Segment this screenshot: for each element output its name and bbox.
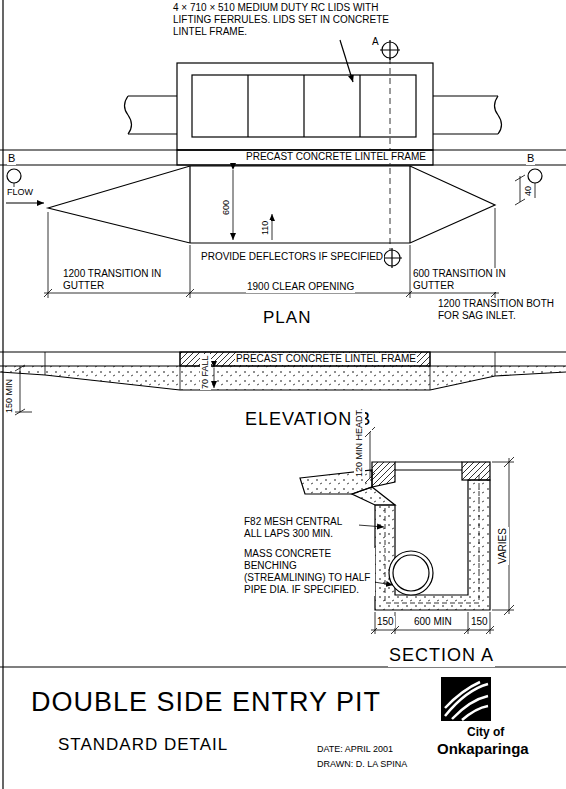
elevation-view — [45, 352, 495, 390]
dimension: 150 — [376, 616, 395, 628]
dimension: 70 FALL — [200, 354, 211, 390]
elevation-view — [0, 352, 566, 415]
elevation-view — [0, 366, 566, 390]
section-view — [365, 427, 375, 483]
elevation-view — [0, 372, 566, 390]
plan-view — [192, 75, 416, 137]
plan-view — [177, 63, 433, 150]
view-title: SECTION A — [388, 645, 495, 667]
dimension: 150 — [470, 616, 489, 628]
logo-text: City of — [466, 725, 505, 739]
dimension: 600 TRANSITION IN GUTTER — [412, 268, 512, 292]
section-view — [389, 551, 433, 595]
plan-view — [0, 40, 566, 298]
dimension: 1200 TRANSITION IN GUTTER — [62, 268, 180, 292]
part-label: PRECAST CONCRETE LINTEL FRAME — [245, 151, 427, 163]
section-view — [492, 457, 514, 615]
drawn-note: DRAWN: D. LA SPINA — [316, 759, 408, 770]
plan-view — [233, 170, 234, 240]
section-view — [375, 612, 490, 634]
plan-view — [382, 248, 402, 268]
note: F82 MESH CENTRAL ALL LAPS 300 MIN. — [243, 516, 359, 540]
dimension: 1200 TRANSITION BOTH FOR SAG INLET. — [437, 298, 563, 322]
subtitle: STANDARD DETAIL — [57, 735, 229, 755]
flow-label: FLOW — [6, 187, 34, 198]
dimension: VARIES — [497, 527, 509, 565]
section-view — [395, 462, 462, 470]
plan-view — [7, 169, 21, 183]
plan-view — [528, 169, 542, 183]
section-mark: B — [526, 152, 535, 165]
section-view — [358, 525, 384, 527]
elevation-view — [180, 352, 430, 366]
dimension: 600 — [221, 199, 232, 216]
part-label: PRECAST CONCRETE LINTEL FRAME — [235, 353, 417, 365]
council-logo — [441, 677, 491, 721]
section-mark: A — [371, 36, 380, 48]
dimension: 40 — [523, 185, 534, 197]
dimension: 150 MIN — [4, 378, 15, 414]
note: MASS CONCRETE BENCHING (STREAMLINING) TO… — [243, 548, 375, 596]
plan-view — [272, 214, 273, 240]
plan-view — [190, 166, 410, 243]
plan-view — [248, 75, 360, 137]
dimension: 600 MIN — [413, 616, 453, 628]
section-view — [393, 555, 429, 591]
logo-text: Onkaparinga — [436, 740, 530, 758]
plan-view — [177, 150, 433, 165]
dimension: 1900 CLEAR OPENING — [246, 281, 355, 293]
note: PROVIDE DEFLECTORS IF SPECIFIED — [200, 251, 384, 263]
plan-view — [380, 40, 400, 60]
council-logo — [445, 682, 488, 720]
elevation-view — [214, 368, 215, 388]
section-view — [462, 462, 490, 480]
plan-view — [0, 150, 566, 165]
section-view — [374, 582, 393, 585]
plan-view — [340, 40, 353, 82]
plan-view — [48, 166, 495, 243]
section-view — [352, 487, 395, 505]
section-view — [372, 462, 395, 487]
elevation-view — [0, 352, 566, 366]
view-title: PLAN — [262, 308, 312, 328]
plan-view — [535, 183, 536, 198]
council-logo — [441, 677, 491, 721]
section-view — [371, 630, 494, 631]
note: 4 × 710 × 510 MEDIUM DUTY RC LIDS WITH L… — [172, 2, 399, 38]
section-view — [385, 472, 479, 603]
dimension: 120 MIN HEADT. — [354, 407, 365, 478]
dimension: 110 — [260, 220, 271, 236]
date-note: DATE: APRIL 2001 — [316, 744, 394, 755]
plan-view — [6, 202, 44, 203]
drawing-title: DOUBLE SIDE ENTRY PIT — [30, 686, 382, 718]
section-view — [375, 480, 490, 610]
section-mark: B — [7, 152, 16, 165]
